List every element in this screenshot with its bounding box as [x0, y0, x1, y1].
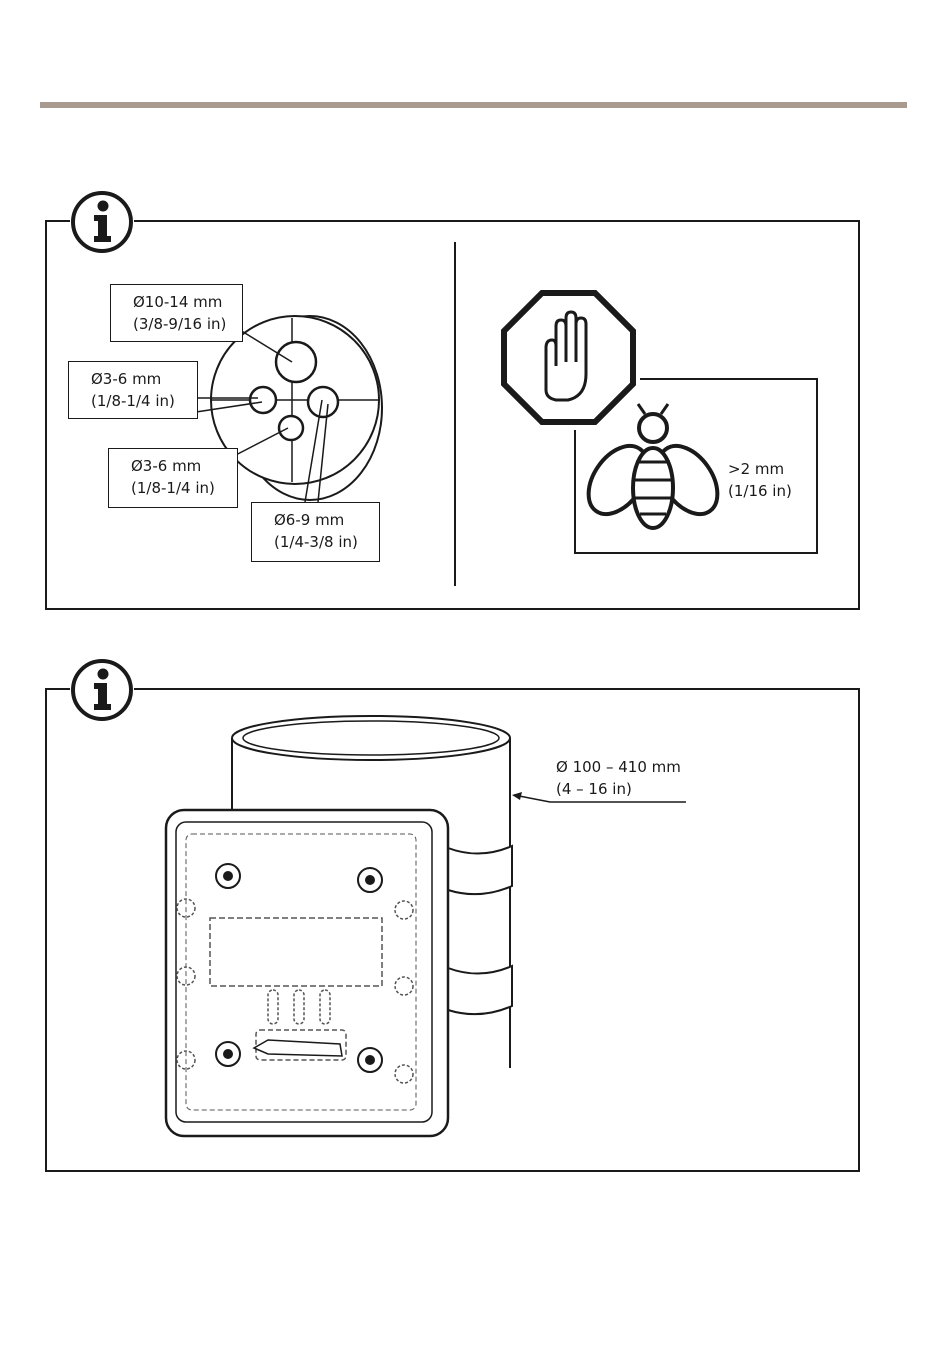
insect-gap-label: >2 mm (1/16 in): [728, 458, 792, 502]
callout-line: (1/4-3/8 in): [274, 531, 379, 553]
gland-callout-left-hole: Ø3-6 mm (1/8-1/4 in): [68, 361, 198, 419]
callout-line: Ø6-9 mm: [274, 509, 379, 531]
bee-icon: [577, 404, 730, 528]
callout-line: (1/8-1/4 in): [131, 477, 237, 499]
callout-line: (1/8-1/4 in): [91, 390, 197, 412]
callout-line: Ø3-6 mm: [91, 368, 197, 390]
gland-callout-large-hole: Ø10-14 mm (3/8-9/16 in): [110, 284, 243, 342]
pole-diameter-imperial: (4 – 16 in): [556, 778, 681, 800]
info-icon: [70, 658, 134, 722]
callout-line: (3/8-9/16 in): [133, 313, 242, 335]
gap-imperial: (1/16 in): [728, 480, 792, 502]
gland-callout-right-hole: Ø6-9 mm (1/4-3/8 in): [251, 502, 380, 562]
gland-callout-bottom-hole: Ø3-6 mm (1/8-1/4 in): [108, 448, 238, 508]
pole-diameter-metric: Ø 100 – 410 mm: [556, 756, 681, 778]
stop-hand-icon: [504, 293, 633, 422]
callout-line: Ø3-6 mm: [131, 455, 237, 477]
gap-metric: >2 mm: [728, 458, 792, 480]
callout-line: Ø10-14 mm: [133, 291, 242, 313]
info-icon: [70, 190, 134, 254]
pole-diameter-label: Ø 100 – 410 mm (4 – 16 in): [556, 756, 681, 800]
